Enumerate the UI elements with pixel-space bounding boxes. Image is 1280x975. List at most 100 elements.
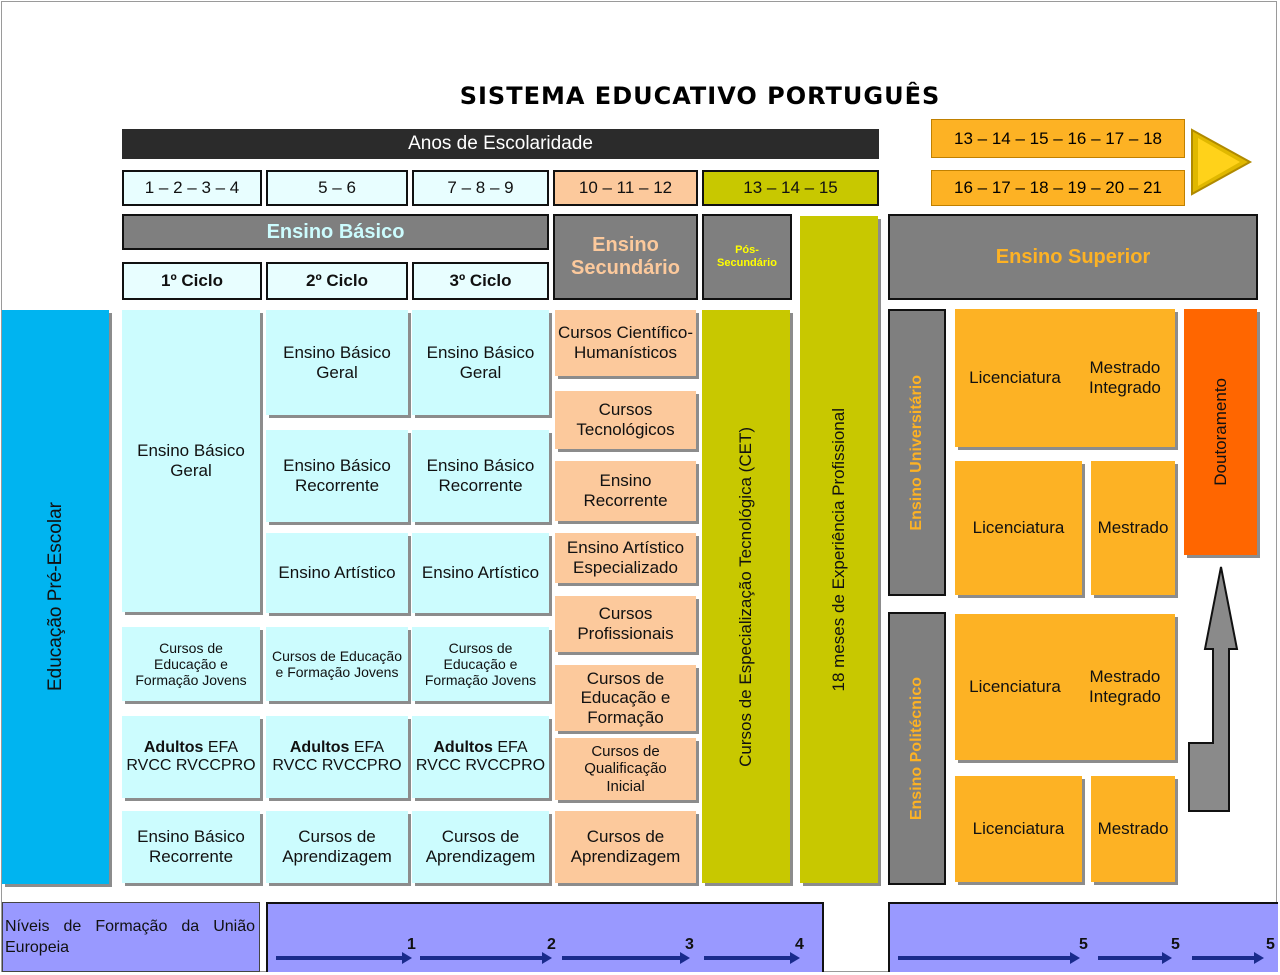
ciclo2-cef-l1: Cursos de Educação	[272, 647, 402, 664]
eu-arrow-1	[276, 956, 404, 960]
years-superior: 13 – 14 – 15 – 16 – 17 – 18	[931, 119, 1185, 158]
ages-superior: 16 – 17 – 18 – 19 – 20 – 21	[931, 170, 1185, 206]
ciclo3-recorrente: Ensino Básico Recorrente	[412, 430, 549, 522]
up-arrow-icon	[1188, 566, 1239, 812]
ensino-secundario-label-1: Ensino	[592, 234, 659, 256]
ciclo2-artistico: Ensino Artístico	[266, 533, 408, 613]
ciclo2-adultos-efa: EFA	[349, 738, 385, 756]
poli-mi-l1: Mestrado	[1089, 667, 1161, 687]
sec-tecnologicos: Cursos Tecnológicos	[555, 391, 696, 449]
ciclo3-cef-l1: Cursos de	[448, 639, 513, 656]
ciclo1-geral: Ensino Básico Geral	[122, 310, 260, 612]
sec-artistico: Ensino Artístico Especializado	[555, 533, 696, 583]
sec-qual-l2: Qualificação	[584, 760, 667, 778]
eu-level-5c: 5	[1266, 936, 1275, 953]
ciclo1-geral-l1: Ensino Básico	[137, 441, 245, 461]
sec-art-l2: Especializado	[573, 558, 678, 577]
years-ciclo3: 7 – 8 – 9	[412, 170, 549, 206]
ciclo2-adultos-bold: Adultos	[289, 738, 350, 756]
ciclo3-geral-l2: Geral	[459, 362, 502, 382]
universitario-block: Ensino Universitário	[888, 309, 946, 596]
pos-secundario-label-1: Pós-	[735, 244, 759, 257]
page-title: SISTEMA EDUCATIVO PORTUGUÊS	[459, 82, 941, 110]
sec-cef-l1: Cursos de	[586, 668, 665, 688]
ciclo2-geral-l1: Ensino Básico	[283, 342, 391, 362]
ensino-superior-label: Ensino Superior	[995, 245, 1151, 268]
ages-superior-label: 16 – 17 – 18 – 19 – 20 – 21	[954, 178, 1162, 198]
play-arrow-icon	[1191, 128, 1253, 196]
ciclo1-label: 1º Ciclo	[161, 271, 223, 291]
eu-level-2: 2	[547, 936, 556, 953]
eu-arrow-5b	[1098, 956, 1164, 960]
poli-licenciatura: Licenciatura	[955, 776, 1082, 882]
ciclo3-artistico-label: Ensino Artístico	[421, 563, 540, 583]
cet-block: Cursos de Especialização Tecnológica (CE…	[702, 310, 790, 883]
politecnico-label: Ensino Politécnico	[907, 676, 925, 821]
years-pos-secundario-label: 13 – 14 – 15	[743, 178, 838, 198]
ciclo2-artistico-label: Ensino Artístico	[278, 563, 396, 583]
doutoramento-block: Doutoramento	[1184, 309, 1257, 555]
poli-mestrado-label: Mestrado	[1097, 819, 1169, 839]
ciclo2-adultos-l1: Adultos EFA	[290, 739, 384, 757]
ciclo1-header: 1º Ciclo	[122, 262, 262, 300]
ciclo2-header: 2º Ciclo	[266, 262, 408, 300]
ciclo3-recorrente-l2: Recorrente	[438, 476, 523, 495]
uni-mi-label: Mestrado Integrado	[1089, 358, 1161, 397]
ciclo1-adultos-efa: EFA	[203, 738, 239, 756]
eu-arrow-5a	[898, 956, 1072, 960]
ciclo3-adultos-l2: RVCC RVCCPRO	[415, 757, 546, 774]
eu-band-superior	[888, 902, 1278, 972]
uni-mestrado: Mestrado	[1091, 461, 1175, 595]
ciclo2-recorrente-l2: Recorrente	[294, 476, 380, 495]
ensino-superior-header: Ensino Superior	[888, 214, 1258, 300]
sec-profissionais: Cursos Profissionais	[555, 596, 696, 652]
ciclo3-geral: Ensino Básico Geral	[412, 310, 549, 415]
poli-mi-l2: Integrado	[1089, 687, 1161, 706]
uni-lic-label-2: Licenciatura	[972, 518, 1065, 538]
sec-ch-l2: Humanísticos	[574, 343, 677, 362]
ciclo2-cef: Cursos de Educação e Formação Jovens	[266, 627, 408, 701]
preescolar-block: Educação Pré-Escolar	[2, 310, 109, 884]
sec-rec-l2: Recorrente	[583, 491, 668, 510]
ciclo2-aprendizagem: Cursos de Aprendizagem	[266, 811, 408, 883]
ciclo3-header: 3º Ciclo	[412, 262, 549, 300]
years-ciclo2: 5 – 6	[266, 170, 408, 206]
ciclo2-recorrente: Ensino Básico Recorrente	[266, 430, 408, 522]
anos-header: Anos de Escolaridade	[122, 129, 879, 159]
sec-rec-l1: Ensino	[599, 471, 652, 491]
ciclo1-adultos-l2: RVCC RVCCPRO	[126, 757, 256, 774]
ensino-basico-header: Ensino Básico	[122, 214, 549, 250]
cet-label: Cursos de Especialização Tecnológica (CE…	[736, 426, 756, 767]
ciclo1-cef-l2: Educação e	[154, 655, 228, 672]
poli-mi-label: Mestrado Integrado	[1089, 667, 1161, 706]
ciclo3-adultos: Adultos EFA RVCC RVCCPRO	[412, 716, 549, 798]
years-ciclo3-label: 7 – 8 – 9	[447, 178, 514, 198]
eu-level-4: 4	[795, 936, 804, 953]
experiencia-block: 18 meses de Experiência Profissional	[800, 216, 878, 883]
eu-arrow-5c	[1192, 956, 1256, 960]
ciclo3-artistico: Ensino Artístico	[412, 533, 549, 613]
ciclo3-adultos-l1: Adultos EFA	[433, 739, 527, 757]
ciclo2-adultos-l2: RVCC RVCCPRO	[272, 757, 402, 774]
sec-tec-l1: Cursos	[598, 400, 653, 420]
eu-arrow-1-head	[402, 952, 412, 964]
eu-level-5b: 5	[1171, 936, 1180, 953]
eu-arrow-4-head	[790, 952, 800, 964]
politecnico-block: Ensino Politécnico	[888, 612, 946, 885]
ciclo3-recorrente-l1: Ensino Básico	[426, 456, 535, 476]
ciclo1-adultos-l1: Adultos EFA	[144, 739, 238, 757]
ciclo1-recorrente-l2: Recorrente	[148, 847, 234, 866]
ciclo2-geral: Ensino Básico Geral	[266, 310, 408, 415]
eu-arrow-5b-head	[1162, 952, 1172, 964]
sec-art-l1: Ensino Artístico	[566, 538, 685, 558]
eu-level-5a: 5	[1079, 936, 1088, 953]
sec-prof-l1: Cursos	[598, 604, 653, 624]
years-pos-secundario: 13 – 14 – 15	[702, 170, 879, 206]
eu-level-1: 1	[407, 936, 416, 953]
eu-arrow-2	[420, 956, 544, 960]
poli-lic-label-2: Licenciatura	[972, 819, 1065, 839]
sec-prof-l2: Profissionais	[577, 624, 674, 643]
ciclo3-cef: Cursos de Educação e Formação Jovens	[412, 627, 549, 701]
ciclo1-cef: Cursos de Educação e Formação Jovens	[122, 627, 260, 701]
uni-lic-label-1: Licenciatura	[969, 368, 1061, 388]
